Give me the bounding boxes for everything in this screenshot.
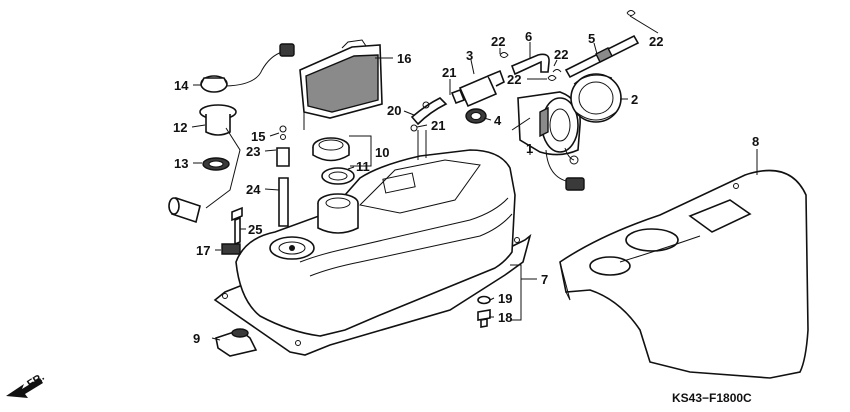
fuel-pump [511,91,585,191]
callout-15: 15 [251,129,265,144]
diagram-code: KS43−F1800C [672,391,752,405]
callout-22b: 22 [554,47,568,62]
callout-6: 6 [525,29,532,44]
hose-6 [510,53,550,76]
callout-23: 23 [246,144,260,159]
callout-4: 4 [494,113,502,128]
tank-cover [559,169,809,379]
front-direction-arrow-icon [6,378,43,398]
cap-gasket [321,167,355,185]
callout-22d: 22 [649,34,663,49]
hose-clip-4 [465,108,487,124]
callout-5: 5 [588,31,595,46]
callout-11: 11 [356,159,370,174]
callout-21a: 21 [442,65,456,80]
callout-22c: 22 [507,72,521,87]
callout-2: 2 [631,92,638,107]
callout-9: 9 [193,331,200,346]
callout-12: 12 [173,120,187,135]
callout-3: 3 [466,48,473,63]
hose-5 [564,34,640,79]
leader-lines [191,15,758,341]
pump-bracket [570,73,622,123]
callout-25: 25 [248,222,262,237]
callout-20: 20 [387,103,401,118]
callout-8: 8 [752,134,759,149]
callout-17: 17 [196,243,210,258]
callout-13: 13 [174,156,188,171]
callout-7: 7 [541,272,548,287]
sender-unit [168,43,295,224]
callout-10: 10 [375,145,389,160]
tool-case [299,39,383,130]
tank-cover-body [559,169,809,379]
callout-14: 14 [174,78,189,93]
fuel-cap [312,137,350,162]
callout-24: 24 [246,182,261,197]
hose-20 [410,97,448,126]
callout-1: 1 [526,141,533,156]
callout-21b: 21 [431,118,445,133]
callout-18: 18 [498,310,512,325]
fuel-tank [213,130,532,356]
small-hardware [215,125,491,357]
callout-16: 16 [397,51,411,66]
fuel-filter [450,69,505,108]
callout-19: 19 [498,291,512,306]
callout-22a: 22 [491,34,505,49]
clips [410,10,636,132]
